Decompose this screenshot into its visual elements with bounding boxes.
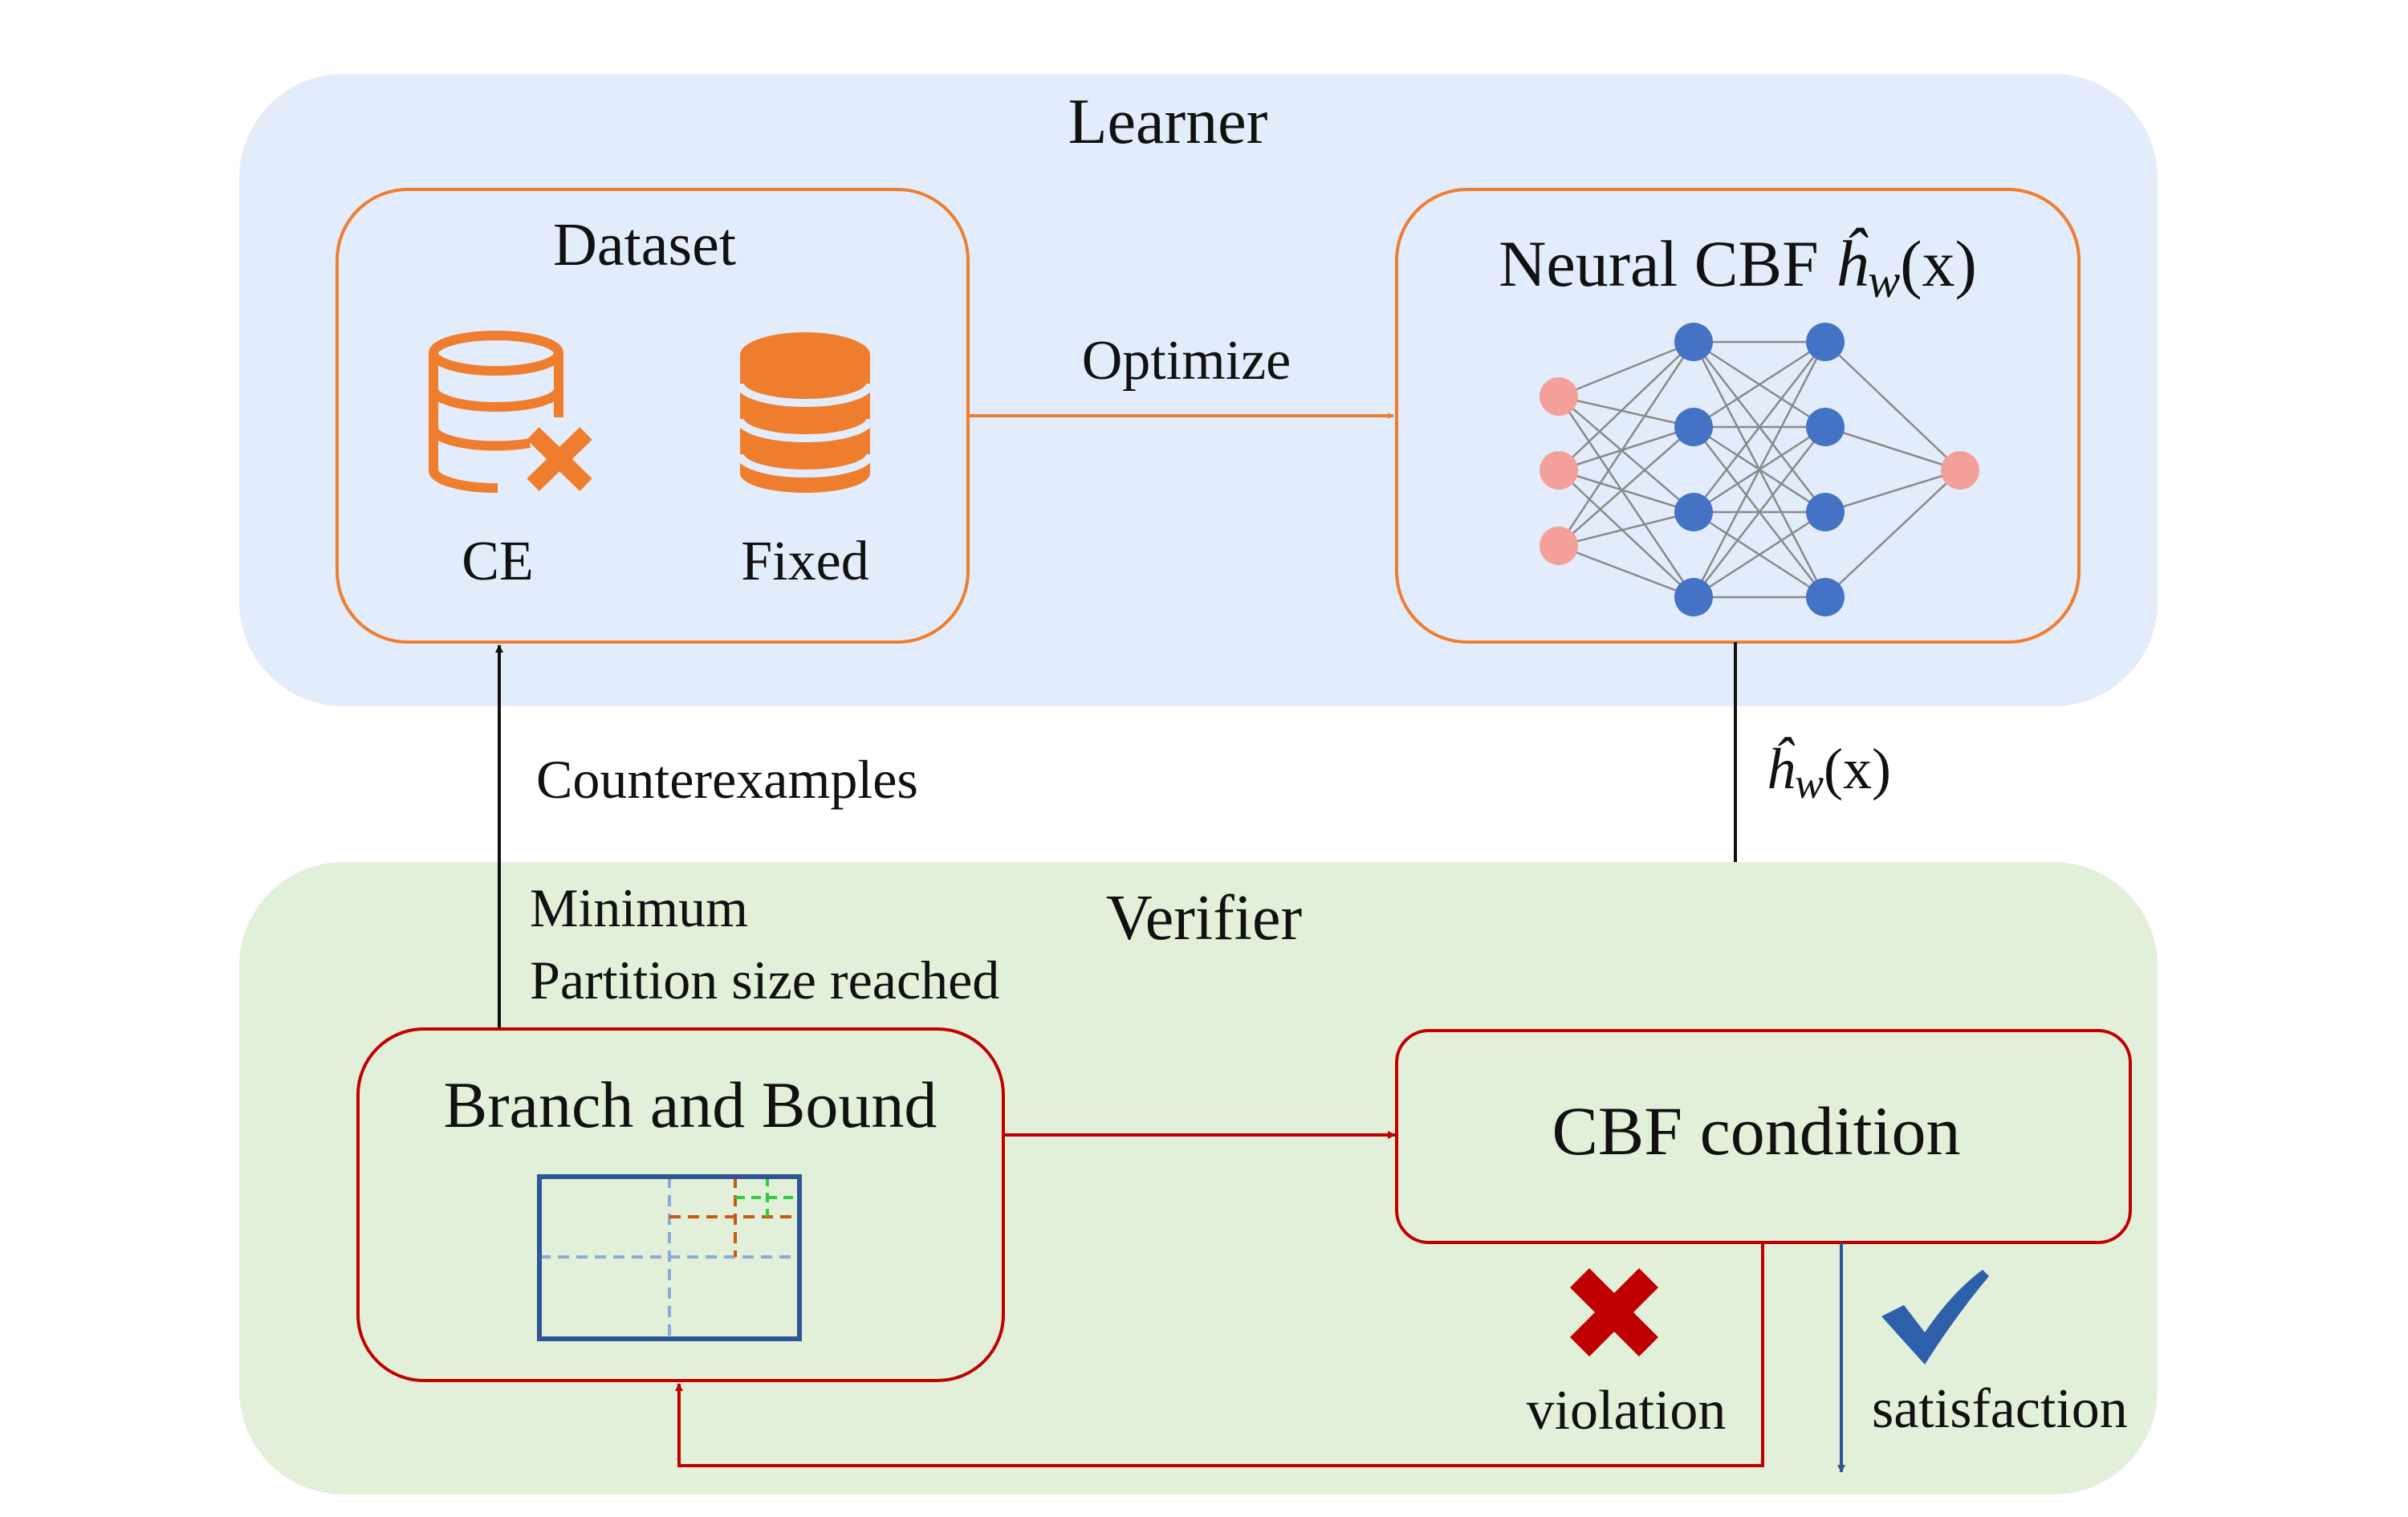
violation-label: violation xyxy=(1527,1380,1727,1442)
learner-panel xyxy=(239,74,2158,706)
network-edge xyxy=(1824,469,1961,514)
h-output-sub: w xyxy=(1795,759,1824,807)
network-edge xyxy=(1824,425,1961,472)
network-edge xyxy=(1558,470,1694,598)
network-node xyxy=(1674,408,1713,446)
optimize-label: Optimize xyxy=(1082,330,1291,392)
dataset-title: Dataset xyxy=(553,211,736,279)
h-output-label: ĥw(x) xyxy=(1766,737,1891,807)
network-node xyxy=(1540,377,1578,416)
minimum-label-line1: Minimum xyxy=(530,877,748,938)
network-edge xyxy=(1558,340,1694,398)
network-node xyxy=(1674,578,1713,616)
network-edge xyxy=(1558,425,1694,472)
branch-and-bound-box xyxy=(356,1027,1005,1382)
network-edge xyxy=(1692,341,1827,598)
network-node xyxy=(1540,451,1578,490)
database-icon xyxy=(736,332,874,493)
neural-cbf-h: ĥ xyxy=(1835,227,1869,300)
network-edge xyxy=(1693,510,1826,599)
network-node xyxy=(1806,408,1845,446)
neural-cbf-sub: w xyxy=(1868,254,1900,307)
neural-cbf-box xyxy=(1395,188,2081,644)
network-node xyxy=(1674,493,1713,531)
network-edge xyxy=(1558,510,1694,547)
network-node xyxy=(1806,323,1845,361)
checkmark-icon xyxy=(1881,1270,1989,1364)
network-edge xyxy=(1558,426,1694,547)
ce-label: CE xyxy=(462,531,533,592)
network-node xyxy=(1941,451,1979,490)
network-edge xyxy=(1824,470,1961,598)
h-output-arg: (x) xyxy=(1824,737,1891,801)
learner-title: Learner xyxy=(1068,87,1268,157)
fixed-label: Fixed xyxy=(741,531,868,592)
network-edge xyxy=(1558,395,1694,429)
neural-cbf-arg: (x) xyxy=(1900,227,1977,300)
counterexamples-label: Counterexamples xyxy=(536,749,918,810)
network-node xyxy=(1806,493,1845,531)
satisfaction-label: satisfaction xyxy=(1872,1378,2128,1440)
network-edge xyxy=(1558,396,1694,513)
network-edge xyxy=(1557,396,1695,598)
network-edge xyxy=(1824,341,1961,471)
minimum-label-line2: Partition size reached xyxy=(530,950,999,1011)
network-edge xyxy=(1557,341,1695,547)
network-node xyxy=(1674,323,1713,361)
neural-cbf-prefix: Neural CBF xyxy=(1499,227,1835,300)
network-edge xyxy=(1693,341,1826,513)
network-node xyxy=(1806,578,1845,616)
network-edge xyxy=(1693,426,1826,598)
violation-loop-arrow xyxy=(675,1242,1764,1467)
red-x-icon xyxy=(1569,1267,1659,1357)
neural-cbf-title: Neural CBF ĥw(x) xyxy=(1499,227,1977,307)
partition-grid-icon xyxy=(537,1174,802,1341)
verifier-panel xyxy=(239,862,2158,1495)
bab-title: Branch and Bound xyxy=(444,1068,938,1141)
cbf-condition-label: CBF condition xyxy=(1552,1092,1961,1169)
h-output-h: ĥ xyxy=(1766,737,1796,801)
network-edge xyxy=(1558,544,1694,599)
network-edge xyxy=(1558,469,1694,514)
network-node xyxy=(1540,527,1578,565)
neural-network-icon xyxy=(1540,323,1979,616)
verifier-title: Verifier xyxy=(1106,883,1302,954)
network-edge xyxy=(1558,341,1694,471)
network-edge xyxy=(1693,340,1826,429)
database-with-x-icon xyxy=(429,331,592,494)
